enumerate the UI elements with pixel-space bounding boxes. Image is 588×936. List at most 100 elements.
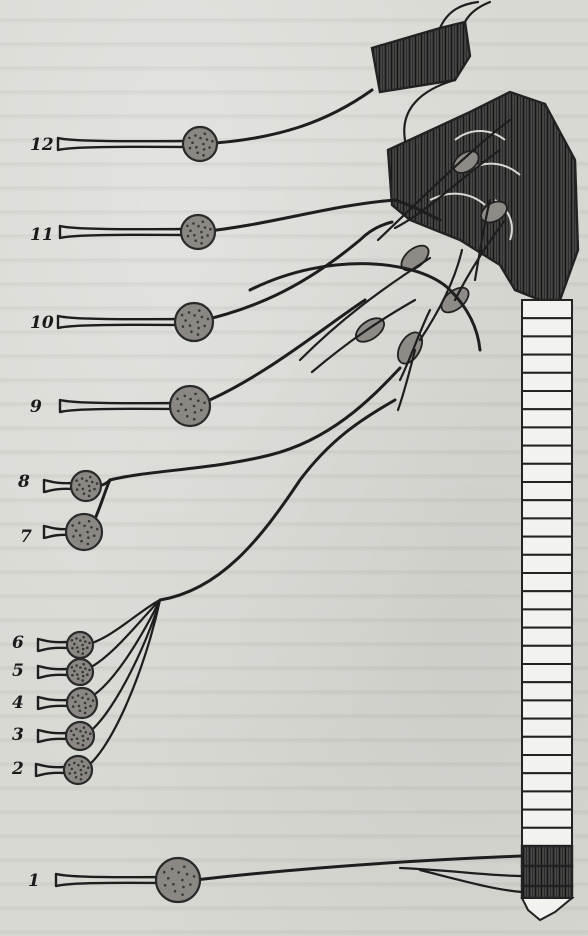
ganglion-speckle [87,766,90,769]
ganglion-speckle [74,771,77,774]
nerve-terminal [60,226,186,238]
ganglion-speckle [78,522,81,525]
ganglion-speckle [84,640,87,643]
ganglion-speckle [81,477,84,480]
upper-brain-block [372,2,490,92]
ganglion-speckle [186,873,189,876]
ganglion-speckle [84,712,87,715]
ganglion-speckle [183,865,186,868]
ganglion-speckle [89,732,92,735]
spinal-segment [522,427,572,445]
ganglion-speckle [201,236,204,239]
ganglion-speckle [81,652,84,655]
ganglion-speckle [77,694,80,697]
spinal-segment [522,791,572,809]
spinal-segment [522,482,572,500]
ganglion-speckle [84,667,87,670]
spinal-segment [522,555,572,573]
ganglion-speckle [87,543,90,546]
ganglion-speckle [73,643,76,646]
spinal-segment [522,591,572,609]
nerve-terminal [36,764,66,776]
nerve-terminal [38,639,68,651]
ganglion-speckle [84,702,87,705]
spinal-segment [522,373,572,391]
ganglion-speckle [93,488,96,491]
label-9: 9 [30,397,42,417]
ganglion-speckle [87,698,90,701]
ganglion-speckle [85,693,88,696]
ganglion [66,514,102,550]
spinal-segment [522,700,572,718]
nerve-terminal [38,730,68,742]
ganglion-speckle [96,482,99,485]
ganglion-speckle [71,696,74,699]
ganglion-speckle [82,739,85,742]
ganglion-speckle [188,311,191,314]
ganglion-speckle [198,309,201,312]
ganglion-speckle [196,151,199,154]
ganglion-speckle [73,762,76,765]
ganglion-speckle [85,772,88,775]
nerve-terminal [58,138,188,150]
ganglion-speckle [80,773,83,776]
ganglion-speckle [206,234,209,237]
ganglion-speckle [172,883,175,886]
ganglion-speckle [189,229,192,232]
ganglion-speckle [80,778,83,781]
ganglion-speckle [88,669,91,672]
ganglion-speckle [197,333,200,336]
ganglia [64,127,217,902]
ganglion-speckle [79,534,82,537]
ganglion-speckle [193,234,196,237]
spinal-segment [522,537,572,555]
ganglion-speckle [72,535,75,538]
ganglion-speckle [82,675,85,678]
ganglion-speckle [82,636,85,639]
spinal-segment [522,300,572,318]
spinal-segment [522,755,572,773]
ganglion-speckle [167,877,170,880]
ganglion-speckle [96,528,99,531]
ganglion [67,659,93,685]
ganglion-speckle [202,143,205,146]
spinal-segment [522,664,572,682]
ganglion-speckle [186,225,189,228]
ganglion-speckle [82,663,85,666]
ganglion-speckle [71,768,74,771]
ganglion-speckle [181,314,184,317]
ganglion-speckle [82,488,85,491]
ganglion [67,632,93,658]
ganglion-speckle [88,520,91,523]
ganglion-speckle [75,637,78,640]
ganglion-speckle [71,738,74,741]
ganglion-speckle [192,222,195,225]
ganglion-speckle [181,879,184,882]
spinal-segment [522,682,572,700]
ganglion-speckle [200,242,203,245]
ganglion-speckle [80,540,83,543]
ganglion-speckle [83,765,86,768]
ganglion-speckle [193,418,196,421]
ganglion-speckle [71,524,74,527]
terminal-endings [36,138,188,886]
ganglion [175,303,213,341]
ganglion-speckle [76,488,79,491]
spinal-segment [522,355,572,373]
ganglion-speckle [90,526,93,529]
spinal-segment [522,737,572,755]
ganglion-speckle [177,871,180,874]
label-6: 6 [12,633,24,653]
ganglion-speckle [203,148,206,151]
lower-hatched-segments [522,846,572,920]
ganglion-speckle [86,531,89,534]
ganglion-speckle [75,728,78,731]
ganglion-speckle [206,138,209,141]
ganglion-speckle [85,731,88,734]
ganglion-speckle [188,137,191,140]
ganglion-speckle [77,650,80,653]
spinal-segment [522,336,572,354]
ganglion-speckle [72,705,75,708]
ganglion-speckle [184,395,187,398]
